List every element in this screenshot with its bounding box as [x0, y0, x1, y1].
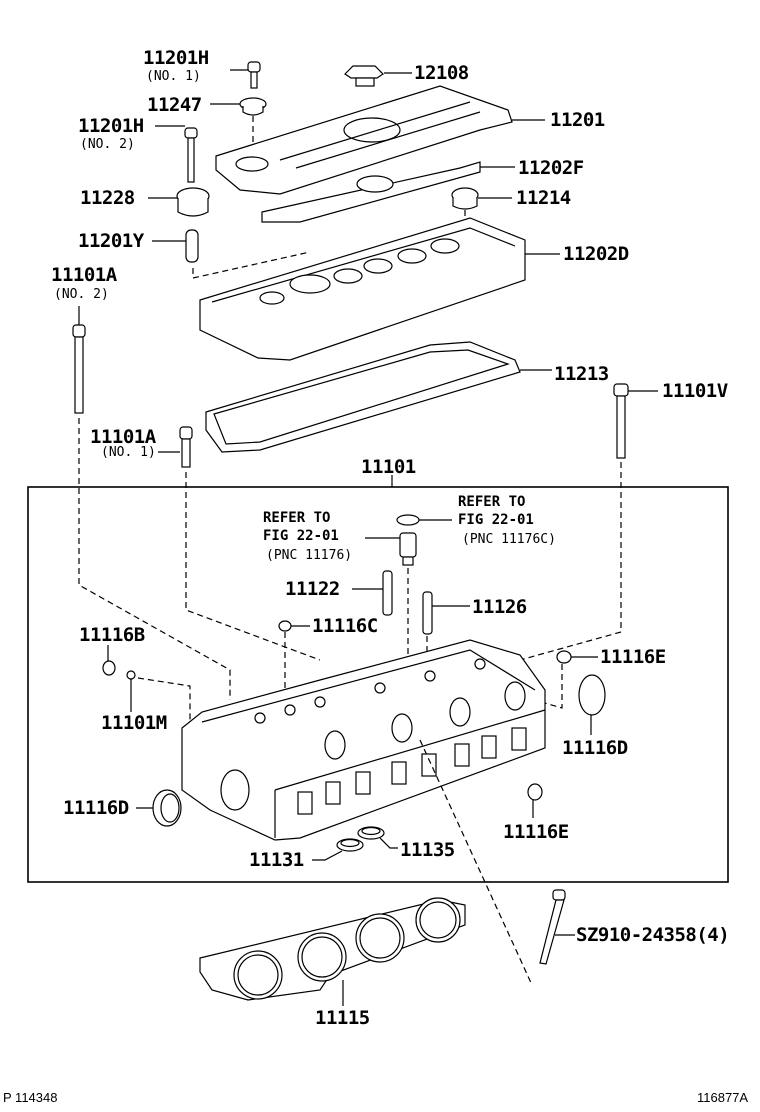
- bolt-SZ910-24358-icon: [539, 889, 575, 965]
- assembly-frame-11101: [27, 486, 729, 883]
- pin-11201Y-icon: [152, 229, 311, 279]
- head-gasket-11115-icon: [199, 897, 466, 1006]
- label-11101A-no1: 11101A: [90, 426, 156, 448]
- label-11135: 11135: [400, 839, 455, 861]
- bolt-11101A-no2-icon: [72, 306, 231, 700]
- bolt-11201H-no2-icon: [155, 125, 198, 183]
- label-11116D-right: 11116D: [562, 737, 628, 759]
- head-cover-11202D-icon: [199, 217, 560, 361]
- cylinder-head-11101-icon: [181, 639, 546, 841]
- label-11116E-top: 11116E: [600, 646, 666, 668]
- oil-filler-cap-12108-icon: [344, 65, 412, 87]
- grommet-11228-icon: [148, 187, 210, 217]
- label-11247: 11247: [147, 94, 202, 116]
- label-11116B: 11116B: [79, 624, 145, 646]
- label-11126: 11126: [472, 596, 527, 618]
- label-SZ910-24358: SZ910-24358(4): [576, 924, 730, 946]
- ref-right-line2: FIG 22-01: [458, 512, 534, 528]
- note-11101A-no1: (NO. 1): [101, 445, 156, 460]
- bolt-11201H-no1-icon: [230, 61, 261, 89]
- cover-11201-icon: [215, 85, 545, 195]
- note-11101A-no2: (NO. 2): [54, 287, 109, 302]
- ref-left-line3: (PNC 11176): [266, 548, 353, 563]
- plug-11116D-right-icon: [578, 674, 606, 735]
- label-11201H-no1: 11201H: [143, 47, 209, 69]
- label-11214: 11214: [516, 187, 571, 209]
- label-11131: 11131: [249, 849, 304, 871]
- footer-left-code: P 114348: [3, 1090, 58, 1105]
- label-11213: 11213: [554, 363, 609, 385]
- bolt-11101V-icon: [519, 383, 658, 661]
- ref-left-line1: REFER TO: [263, 510, 331, 526]
- valve-guide-11122-icon: [352, 570, 393, 616]
- label-11101: 11101: [361, 456, 416, 478]
- bolt-11101A-no1-icon: [158, 426, 321, 661]
- ref-right-line1: REFER TO: [458, 494, 526, 510]
- label-11101M: 11101M: [101, 712, 167, 734]
- label-11101V: 11101V: [662, 380, 728, 402]
- plug-11116E-bottom-icon: [527, 783, 543, 818]
- plug-11116D-left-icon: [136, 789, 182, 827]
- valve-lifter-icon: [365, 532, 417, 700]
- label-11101A-no2: 11101A: [51, 264, 117, 286]
- label-11201: 11201: [550, 109, 605, 131]
- label-11201Y: 11201Y: [78, 230, 144, 252]
- ref-right-line3: (PNC 11176C): [462, 532, 556, 547]
- label-11122: 11122: [285, 578, 340, 600]
- valve-stem-seal-icon: [396, 514, 452, 526]
- seal-11135-icon: [357, 826, 398, 849]
- label-11202F: 11202F: [518, 157, 584, 179]
- seal-11131-icon: [312, 838, 364, 861]
- plug-11116B-icon: [102, 645, 116, 676]
- label-11116D-left: 11116D: [63, 797, 129, 819]
- note-11201H-no1: (NO. 1): [146, 69, 201, 84]
- grommet-11247-icon: [210, 97, 267, 160]
- label-11228: 11228: [80, 187, 135, 209]
- label-11202D: 11202D: [563, 243, 629, 265]
- pin-11101M-icon: [126, 670, 191, 730]
- label-11116E-bottom: 11116E: [503, 821, 569, 843]
- gasket-11202F-icon: [261, 161, 515, 223]
- note-11201H-no2: (NO. 2): [80, 137, 135, 152]
- label-11201H-no2: 11201H: [78, 115, 144, 137]
- ref-left-line2: FIG 22-01: [263, 528, 339, 544]
- gasket-11213-icon: [205, 341, 552, 453]
- plug-11116E-top-icon: [519, 650, 598, 709]
- label-11116C: 11116C: [312, 615, 378, 637]
- footer-right-code: 116877A: [697, 1090, 749, 1105]
- label-12108: 12108: [414, 62, 469, 84]
- label-11115: 11115: [315, 1007, 370, 1029]
